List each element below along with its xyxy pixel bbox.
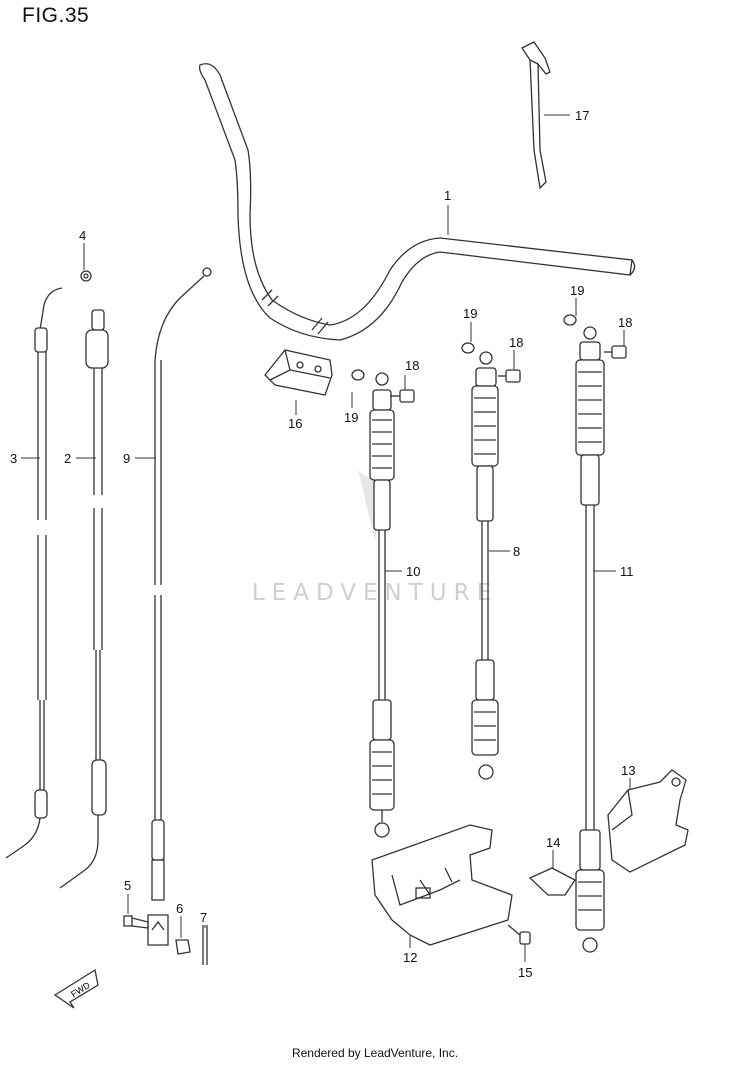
callout-18-c: 18 <box>618 315 632 330</box>
callout-4: 4 <box>79 228 86 243</box>
pin-18-c[interactable] <box>604 345 627 359</box>
callout-8: 8 <box>513 544 520 559</box>
callout-10: 10 <box>406 564 420 579</box>
leader-lines <box>21 114 631 962</box>
pin-18-a[interactable] <box>390 389 415 403</box>
callout-11: 11 <box>620 564 634 579</box>
washer-19-a[interactable] <box>351 369 365 381</box>
callout-5: 5 <box>124 878 131 893</box>
nut-6[interactable] <box>175 939 191 955</box>
bolt-15[interactable] <box>507 924 531 945</box>
callout-19-b: 19 <box>463 306 477 321</box>
callout-9: 9 <box>123 451 130 466</box>
callout-19-c: 19 <box>570 283 584 298</box>
cable-3[interactable] <box>5 287 63 859</box>
pin-18-b[interactable] <box>498 369 521 383</box>
cable-8[interactable] <box>471 351 499 780</box>
cable-bracket-12[interactable] <box>371 824 513 946</box>
callout-6: 6 <box>176 901 183 916</box>
washer-4[interactable] <box>80 270 92 282</box>
callout-18-a: 18 <box>405 358 419 373</box>
callout-15: 15 <box>518 965 532 980</box>
bolt-5[interactable] <box>123 915 149 929</box>
pin-7[interactable] <box>202 925 208 965</box>
callout-7: 7 <box>200 910 207 925</box>
plate-14[interactable] <box>528 867 576 896</box>
figure-title: FIG.35 <box>22 4 90 27</box>
spanner-tool[interactable] <box>521 41 551 190</box>
cable-2[interactable] <box>59 309 109 889</box>
callouts: 1 2 3 4 5 6 7 8 9 10 11 12 13 14 15 16 1… <box>10 108 635 980</box>
cable-11[interactable] <box>575 326 605 953</box>
handlebar-bracket[interactable] <box>264 349 333 396</box>
callout-18-b: 18 <box>509 335 523 350</box>
callout-16: 16 <box>288 416 302 431</box>
washer-19-b[interactable] <box>461 342 475 354</box>
cable-10[interactable] <box>369 372 395 838</box>
washer-19-c[interactable] <box>563 314 577 326</box>
callout-13: 13 <box>621 763 635 778</box>
callout-2: 2 <box>64 451 71 466</box>
callout-1: 1 <box>444 188 451 203</box>
handlebar[interactable] <box>198 63 636 341</box>
callout-12: 12 <box>403 950 417 965</box>
callout-14: 14 <box>546 835 560 850</box>
callout-3: 3 <box>10 451 17 466</box>
fwd-arrow-icon: FWD <box>53 968 99 1009</box>
cable-9[interactable] <box>147 267 212 946</box>
footer-credit: Rendered by LeadVenture, Inc. <box>291 1046 459 1060</box>
callout-19-a: 19 <box>344 410 358 425</box>
callout-17: 17 <box>575 108 589 123</box>
bracket-13[interactable] <box>607 769 689 873</box>
watermark-text: LEADVENTURE <box>252 580 498 606</box>
